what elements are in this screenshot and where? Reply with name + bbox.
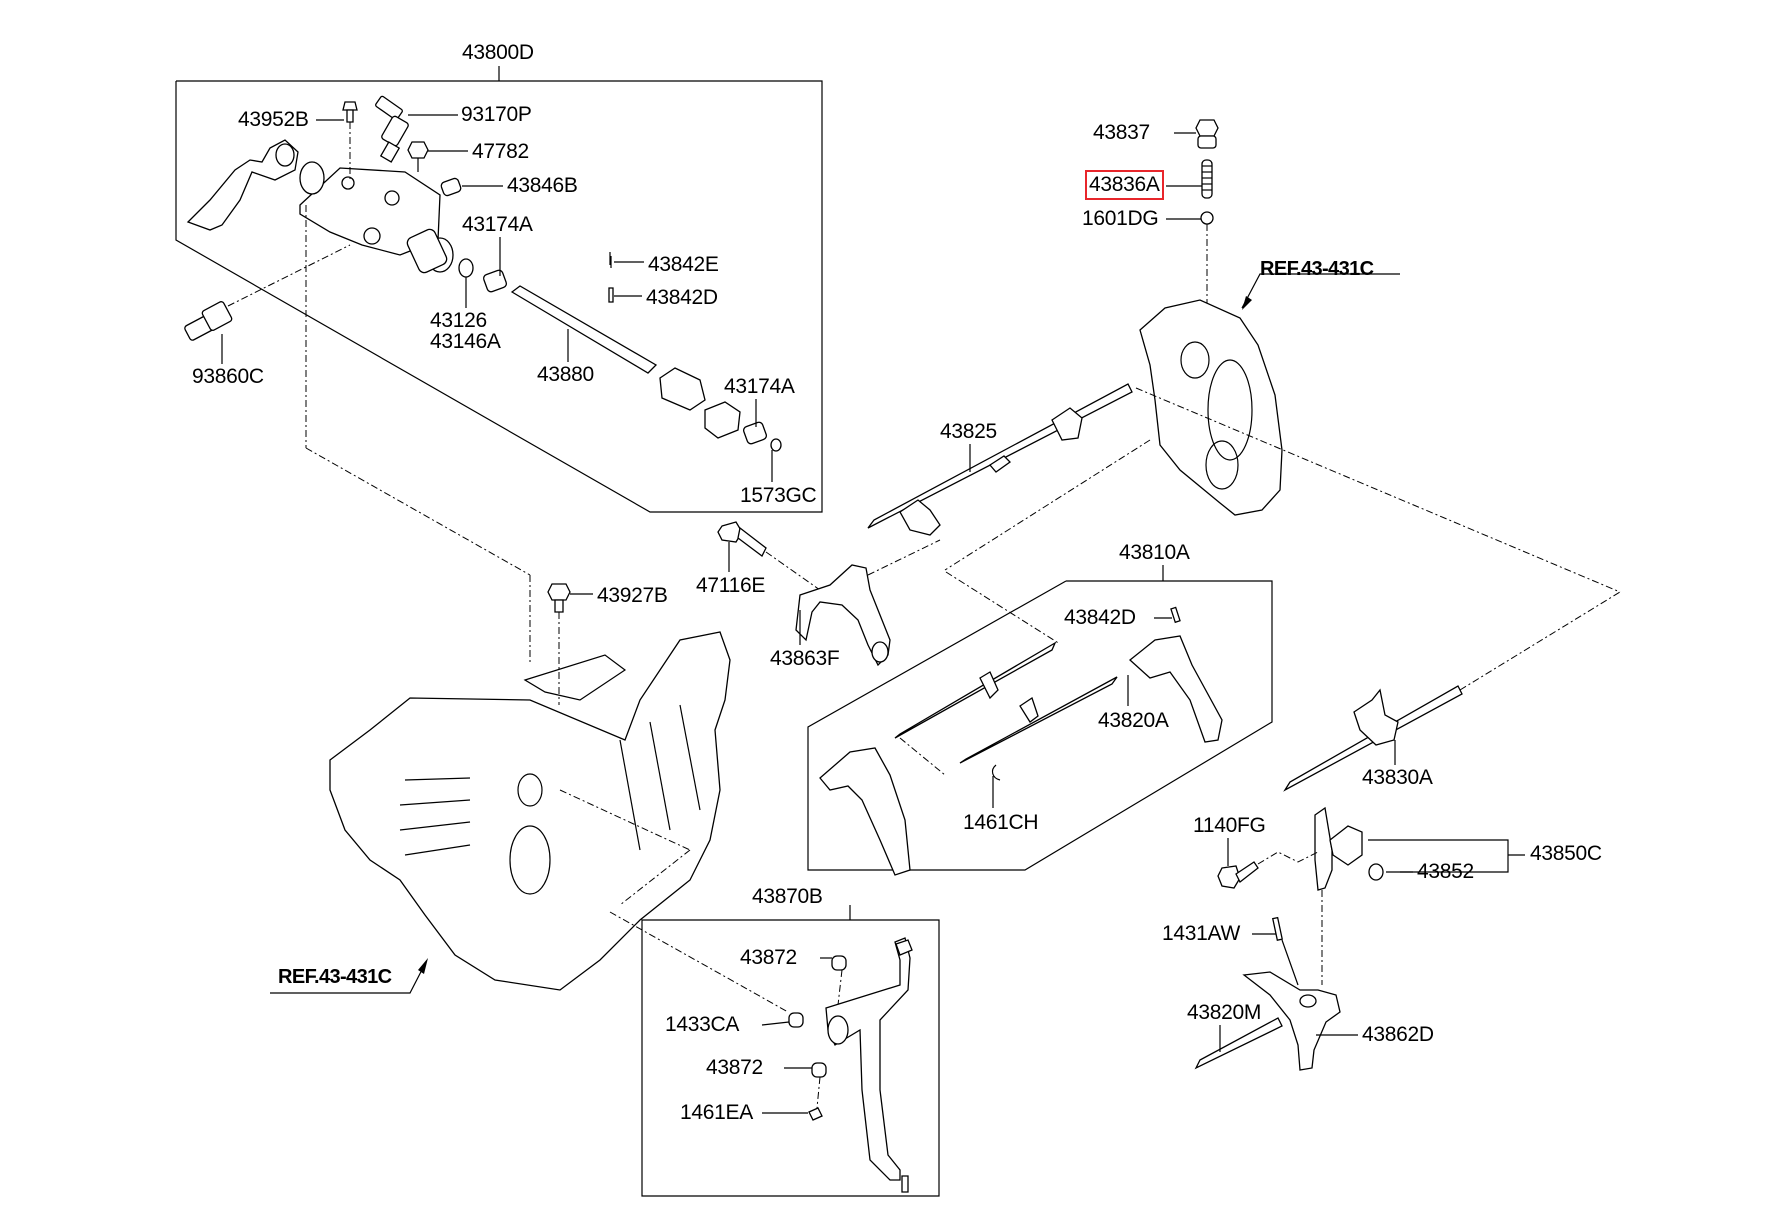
part-label-43846B[interactable]: 43846B bbox=[507, 174, 578, 197]
shift-fork-43862D-part bbox=[1244, 972, 1340, 1070]
part-label-43146A[interactable]: 43146A bbox=[430, 330, 501, 353]
bolt-43952B-part bbox=[343, 102, 357, 180]
seal-43126-part bbox=[459, 259, 473, 277]
shift-head-part bbox=[660, 368, 781, 451]
bushing-43174A-upper-part bbox=[483, 269, 508, 293]
part-label-43842E[interactable]: 43842E bbox=[648, 253, 719, 276]
shift-fork-43863F-part bbox=[796, 565, 890, 665]
bolt-1140FG-part bbox=[1218, 852, 1318, 888]
part-label-43800D[interactable]: 43800D bbox=[462, 41, 534, 64]
part-label-43870B[interactable]: 43870B bbox=[752, 885, 823, 908]
part-label-43872-lower[interactable]: 43872 bbox=[706, 1056, 763, 1079]
part-label-1140FG[interactable]: 1140FG bbox=[1193, 814, 1266, 837]
part-label-43872-upper[interactable]: 43872 bbox=[740, 946, 797, 969]
part-label-43830A[interactable]: 43830A bbox=[1362, 766, 1433, 789]
group-box-43810A bbox=[808, 565, 1272, 870]
part-label-93170P[interactable]: 93170P bbox=[461, 103, 532, 126]
part-label-43842D-upper[interactable]: 43842D bbox=[646, 286, 718, 309]
nut-47782-part bbox=[408, 142, 428, 172]
part-label-43174A-upper[interactable]: 43174A bbox=[462, 213, 533, 236]
part-label-1461CH[interactable]: 1461CH bbox=[963, 811, 1039, 834]
part-label-43862D[interactable]: 43862D bbox=[1362, 1023, 1434, 1046]
part-label-43810A[interactable]: 43810A bbox=[1119, 541, 1190, 564]
part-label-43852[interactable]: 43852 bbox=[1417, 860, 1474, 883]
part-label-47116E[interactable]: 47116E bbox=[696, 574, 766, 597]
shift-lever-parts bbox=[610, 912, 912, 1192]
part-label-43820A[interactable]: 43820A bbox=[1098, 709, 1169, 732]
part-label-43174A-lower[interactable]: 43174A bbox=[724, 375, 795, 398]
part-label-43837[interactable]: 43837 bbox=[1093, 121, 1150, 144]
shift-rail-43830A-part bbox=[1285, 686, 1462, 790]
part-label-1461EA[interactable]: 1461EA bbox=[680, 1101, 753, 1124]
part-label-1601DG[interactable]: 1601DG bbox=[1082, 207, 1159, 230]
part-label-1431AW[interactable]: 1431AW bbox=[1162, 922, 1240, 945]
reference-label-top[interactable]: REF.43-431C bbox=[1260, 258, 1374, 280]
control-housing-part bbox=[300, 162, 453, 275]
bolt-43927B-part bbox=[548, 584, 570, 705]
sensor-93170P-part bbox=[375, 96, 409, 162]
part-label-43825[interactable]: 43825 bbox=[940, 420, 997, 443]
part-label-43850C[interactable]: 43850C bbox=[1530, 842, 1602, 865]
part-label-47782[interactable]: 47782 bbox=[472, 140, 529, 163]
part-label-43820M[interactable]: 43820M bbox=[1187, 1001, 1262, 1024]
plug-bolt-43837-part bbox=[1196, 120, 1218, 148]
ball-1601DG-part bbox=[1201, 212, 1213, 305]
part-label-43880[interactable]: 43880 bbox=[537, 363, 594, 386]
fork-set-parts bbox=[820, 607, 1222, 875]
part-label-43952B[interactable]: 43952B bbox=[238, 108, 309, 131]
sensor-93860C-part bbox=[184, 245, 350, 341]
pin-43842D-upper-part bbox=[609, 288, 613, 302]
pin-1431AW-part bbox=[1273, 918, 1282, 941]
plug-43846B-part bbox=[440, 177, 462, 196]
part-label-43842D-lower[interactable]: 43842D bbox=[1064, 606, 1136, 629]
part-label-1433CA[interactable]: 1433CA bbox=[665, 1013, 740, 1036]
part-label-43836A-highlighted[interactable]: 43836A bbox=[1085, 170, 1164, 200]
bracket-43850C-part bbox=[1315, 808, 1362, 985]
transmission-case-rear-part bbox=[1140, 300, 1282, 515]
shift-rail-43825-part bbox=[868, 384, 1132, 535]
shift-bracket-arm-part bbox=[188, 140, 298, 230]
part-label-43126[interactable]: 43126 bbox=[430, 309, 487, 332]
group-box-43800D bbox=[176, 66, 822, 512]
reference-label-bottom[interactable]: REF.43-431C bbox=[278, 966, 392, 988]
transmission-case-front-part bbox=[330, 632, 730, 990]
shaft-43880-part bbox=[512, 252, 656, 373]
group-box-43870B bbox=[642, 905, 939, 1196]
part-label-93860C[interactable]: 93860C bbox=[192, 365, 264, 388]
part-label-1573GC[interactable]: 1573GC bbox=[740, 484, 817, 507]
clip-43852-part bbox=[1369, 864, 1383, 880]
part-label-43863F[interactable]: 43863F bbox=[770, 647, 840, 670]
bolt-47116E-part bbox=[718, 522, 820, 590]
part-label-43927B[interactable]: 43927B bbox=[597, 584, 668, 607]
shift-rail-43820M-part bbox=[1196, 1018, 1282, 1068]
spring-43836A-part bbox=[1202, 160, 1212, 198]
